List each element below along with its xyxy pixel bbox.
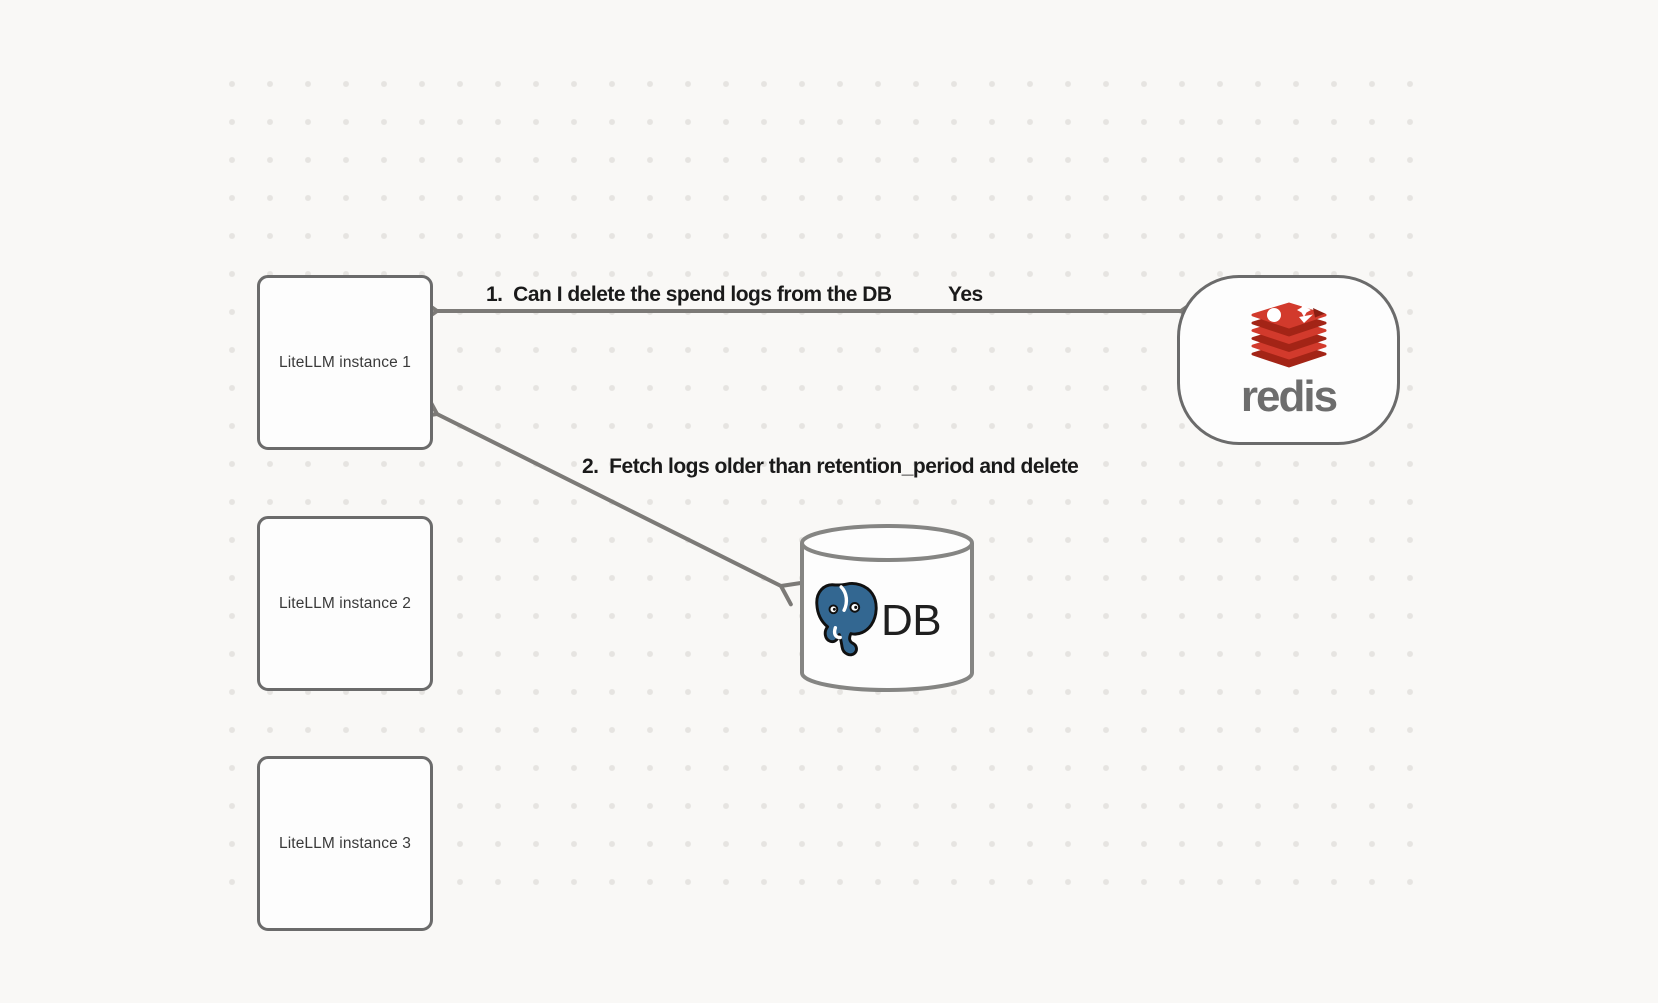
node-litellm-instance-2[interactable]: LiteLLM instance 2 [257,516,433,691]
node-redis[interactable]: redis [1177,275,1400,445]
node-litellm-instance-3[interactable]: LiteLLM instance 3 [257,756,433,931]
litellm-instance-1-label: LiteLLM instance 1 [279,353,411,371]
redis-wordmark: redis [1240,372,1338,422]
arrow-2-label: 2. Fetch logs older than retention_perio… [582,455,1079,478]
db-label: DB [881,596,942,645]
arrow-instance1-to-db[interactable] [414,393,804,607]
litellm-instance-3-label: LiteLLM instance 3 [279,834,411,852]
postgresql-icon [815,582,878,657]
redis-logo-icon [1251,302,1326,368]
arrow-1-label: 1. Can I delete the spend logs from the … [486,283,892,306]
litellm-instance-2-label: LiteLLM instance 2 [279,594,411,612]
arrow-1-answer: Yes [948,283,983,306]
node-litellm-instance-1[interactable]: LiteLLM instance 1 [257,275,433,450]
